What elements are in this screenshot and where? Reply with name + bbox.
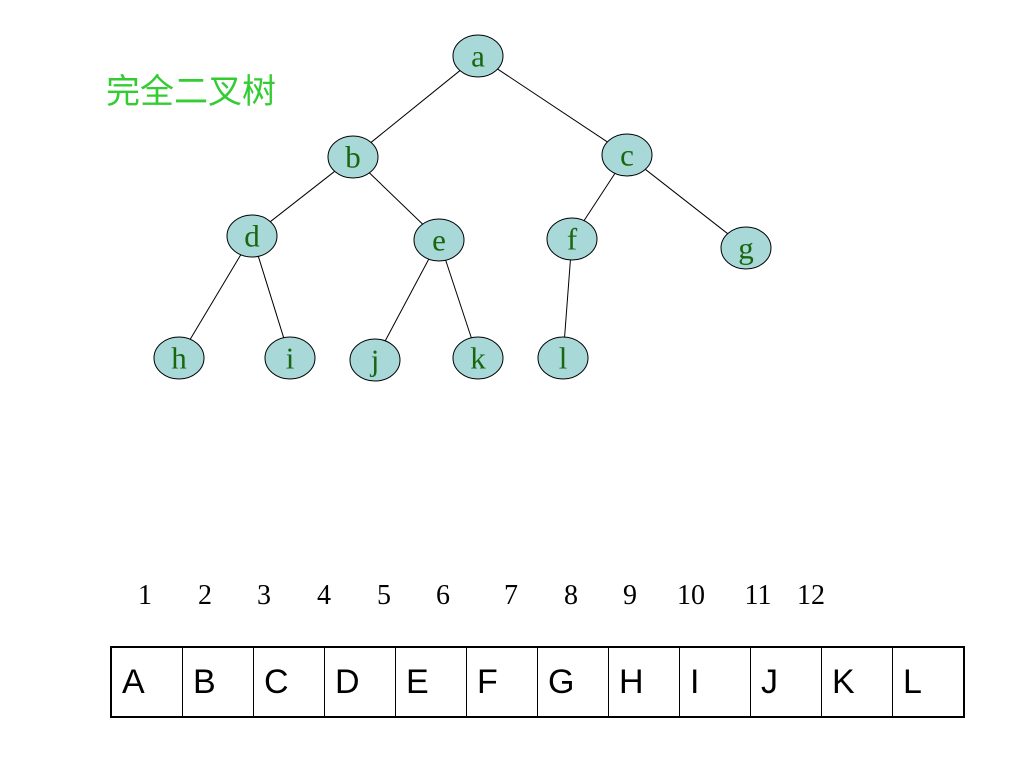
array-cell: I xyxy=(679,646,751,718)
array-cell: C xyxy=(253,646,325,718)
tree-edge-c-f xyxy=(583,173,616,221)
tree-node-d: d xyxy=(226,214,278,258)
array-index: 10 xyxy=(677,580,705,611)
array-cell: F xyxy=(466,646,538,718)
node-circle xyxy=(601,133,653,177)
array-row: A B C D E F G H I J K L xyxy=(110,646,965,718)
node-circle xyxy=(349,338,401,382)
tree-edge-a-c xyxy=(497,68,608,143)
array-cell: A xyxy=(110,646,183,718)
tree-edge-f-l xyxy=(564,259,571,338)
node-circle xyxy=(264,336,316,380)
tree-node-l: l xyxy=(537,336,589,380)
array-cell: D xyxy=(324,646,396,718)
node-label: e xyxy=(432,223,446,258)
tree-edge-c-g xyxy=(644,168,729,235)
tree-edge-a-b xyxy=(370,70,461,143)
node-label: j xyxy=(370,343,380,378)
tree-node-e: e xyxy=(413,218,465,262)
array-cell: G xyxy=(537,646,609,718)
node-label: a xyxy=(471,39,485,74)
node-label: g xyxy=(738,231,754,266)
node-circle xyxy=(452,336,504,380)
array-index: 5 xyxy=(377,580,391,611)
node-label: f xyxy=(567,222,578,257)
tree-node-f: f xyxy=(546,217,598,261)
tree-edge-d-h xyxy=(189,254,242,340)
array-index: 6 xyxy=(436,580,450,611)
tree-node-i: i xyxy=(264,336,316,380)
diagram-title: 完全二叉树 xyxy=(106,72,276,112)
node-circle xyxy=(226,214,278,258)
array-index: 7 xyxy=(504,580,518,611)
sequential-storage-array: A B C D E F G H I J K L xyxy=(110,646,965,718)
node-circle xyxy=(452,34,504,78)
node-label: h xyxy=(171,341,187,376)
tree-node-b: b xyxy=(327,135,379,179)
tree-edges xyxy=(189,68,729,342)
node-label: c xyxy=(620,138,634,173)
node-circle xyxy=(546,217,598,261)
array-index: 12 xyxy=(797,580,825,611)
tree-node-g: g xyxy=(720,226,772,270)
array-index: 1 xyxy=(138,580,152,611)
node-label: b xyxy=(345,140,361,175)
tree-node-a: a xyxy=(452,34,504,78)
array-cell: J xyxy=(750,646,822,718)
array-cell: B xyxy=(182,646,254,718)
array-index: 4 xyxy=(317,580,331,611)
node-label: k xyxy=(470,341,486,376)
array-index: 9 xyxy=(623,580,637,611)
array-index: 2 xyxy=(198,580,212,611)
node-circle xyxy=(537,336,589,380)
array-cell: K xyxy=(821,646,893,718)
tree-node-j: j xyxy=(349,338,401,382)
array-cell: L xyxy=(892,646,965,718)
node-label: l xyxy=(559,341,568,376)
array-index: 3 xyxy=(257,580,271,611)
node-label: d xyxy=(244,219,260,254)
tree-node-h: h xyxy=(153,336,205,380)
tree-nodes: a b c d e f g h i j k l xyxy=(153,34,772,382)
tree-edge-e-j xyxy=(384,258,430,342)
node-circle xyxy=(153,336,205,380)
tree-node-k: k xyxy=(452,336,504,380)
node-label: i xyxy=(286,341,295,376)
array-cell: E xyxy=(395,646,467,718)
array-cell: H xyxy=(608,646,680,718)
node-circle xyxy=(720,226,772,270)
array-index-row: 1 2 3 4 5 6 7 8 9 10 11 12 xyxy=(0,578,1024,614)
tree-edge-e-k xyxy=(445,260,472,338)
tree-node-c: c xyxy=(601,133,653,177)
tree-edge-b-d xyxy=(269,170,336,223)
node-circle xyxy=(413,218,465,262)
array-index: 11 xyxy=(744,580,772,611)
tree-edge-b-e xyxy=(369,172,423,225)
array-index: 8 xyxy=(564,580,578,611)
tree-edge-d-i xyxy=(257,256,285,338)
node-circle xyxy=(327,135,379,179)
